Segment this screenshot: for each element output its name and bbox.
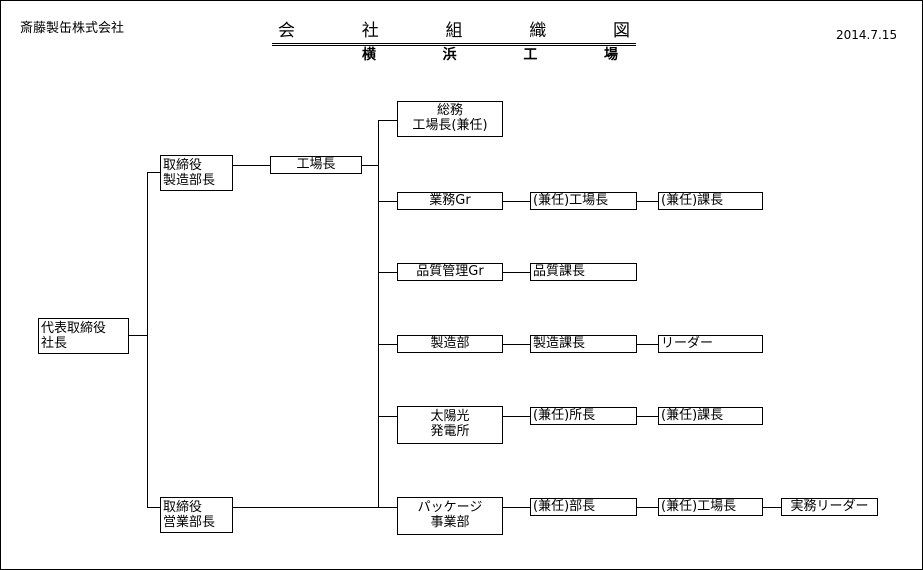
business-gr-section-chief-box: (兼任)課長 [658, 192, 763, 210]
connector-package-sub [502, 507, 531, 508]
business-gr-box: 業務Gr [397, 192, 503, 210]
connector-director-sales [147, 507, 160, 508]
box-line: (兼任)所長 [533, 408, 596, 423]
connector-president [128, 335, 148, 336]
page-subtitle: 横 浜 工 場 [362, 47, 618, 64]
connector-director-mfg [147, 172, 160, 173]
box-line: 総務 [436, 103, 463, 118]
box-line: (兼任)部長 [533, 499, 596, 514]
general-affairs-box: 総務 工場長(兼任) [397, 101, 503, 137]
title-char: 織 [529, 21, 547, 41]
president-box: 代表取締役 社長 [38, 318, 129, 354]
connector-factory-trunk [361, 165, 379, 166]
box-line: 品質課長 [533, 264, 586, 279]
factory-manager-box: 工場長 [270, 156, 362, 174]
box-line: 代表取締役 [41, 321, 107, 336]
connector-quality-gr [378, 272, 398, 273]
solar-director-box: (兼任)所長 [530, 407, 637, 425]
document-date: 2014.7.15 [836, 28, 898, 42]
title-char: 図 [613, 21, 630, 41]
package-leader-box: 実務リーダー [781, 498, 878, 516]
box-line: 発電所 [430, 424, 470, 439]
connector-departments-trunk [378, 120, 379, 508]
connector-package-sub3 [762, 507, 781, 508]
box-line: 取締役 [163, 158, 203, 173]
box-line: (兼任)工場長 [533, 193, 609, 208]
connector-business-gr [378, 201, 398, 202]
solar-plant-box: 太陽光 発電所 [397, 406, 503, 444]
director-manufacturing-box: 取締役 製造部長 [160, 155, 233, 191]
box-line: 工場長(兼任) [412, 118, 488, 133]
box-line: リーダー [661, 336, 714, 351]
box-line: 業務Gr [429, 193, 471, 208]
connector-business-sub2 [636, 201, 659, 202]
title-char: 会 [278, 21, 295, 41]
business-gr-manager-box: (兼任)工場長 [530, 192, 637, 210]
page-title: 会 社 組 織 図 [272, 20, 636, 42]
connector-quality-sub [502, 272, 531, 273]
connector-solar-sub2 [636, 416, 659, 417]
box-line: パッケージ [417, 500, 483, 515]
company-name: 斎藤製缶株式会社 [20, 21, 125, 36]
subtitle-char: 場 [603, 47, 618, 63]
box-line: 実務リーダー [790, 499, 869, 514]
connector-package [378, 507, 398, 508]
connector-directors-trunk [147, 172, 148, 508]
quality-chief-box: 品質課長 [530, 263, 637, 281]
connector-general-affairs [378, 120, 398, 121]
box-line: (兼任)工場長 [661, 499, 737, 514]
subtitle-char: 工 [523, 47, 538, 63]
connector-package-sub2 [636, 507, 659, 508]
manufacturing-dept-box: 製造部 [397, 335, 503, 353]
box-line: 工場長 [296, 157, 336, 172]
title-underline-double [272, 45, 636, 46]
subtitle-char: 浜 [442, 47, 457, 63]
manufacturing-leader-box: リーダー [658, 335, 763, 353]
box-line: 営業部長 [163, 515, 216, 530]
connector-solar-sub [502, 416, 531, 417]
connector-sales-to-package [232, 507, 398, 508]
box-line: (兼任)課長 [661, 408, 724, 423]
box-line: 取締役 [163, 500, 203, 515]
package-head-box: (兼任)部長 [530, 498, 637, 516]
box-line: 製造課長 [533, 336, 586, 351]
box-line: 社長 [41, 336, 68, 351]
package-factory-manager-box: (兼任)工場長 [658, 498, 763, 516]
connector-solar [378, 416, 398, 417]
connector-manufacturing-sub2 [636, 344, 659, 345]
connector-factory-manager [232, 165, 271, 166]
box-line: 事業部 [430, 515, 470, 530]
subtitle-char: 横 [362, 47, 376, 63]
director-sales-box: 取締役 営業部長 [160, 497, 233, 533]
package-dept-box: パッケージ 事業部 [397, 497, 503, 535]
solar-section-chief-box: (兼任)課長 [658, 407, 763, 425]
box-line: 製造部長 [163, 173, 216, 188]
box-line: 製造部 [430, 336, 470, 351]
title-char: 社 [361, 21, 379, 41]
manufacturing-chief-box: 製造課長 [530, 335, 637, 353]
box-line: (兼任)課長 [661, 193, 724, 208]
connector-manufacturing-sub [502, 344, 531, 345]
connector-manufacturing [378, 344, 398, 345]
title-underline [272, 43, 636, 44]
connector-business-sub [502, 201, 531, 202]
box-line: 品質管理Gr [416, 264, 484, 279]
quality-gr-box: 品質管理Gr [397, 263, 503, 281]
title-char: 組 [445, 21, 463, 41]
box-line: 太陽光 [430, 409, 470, 424]
